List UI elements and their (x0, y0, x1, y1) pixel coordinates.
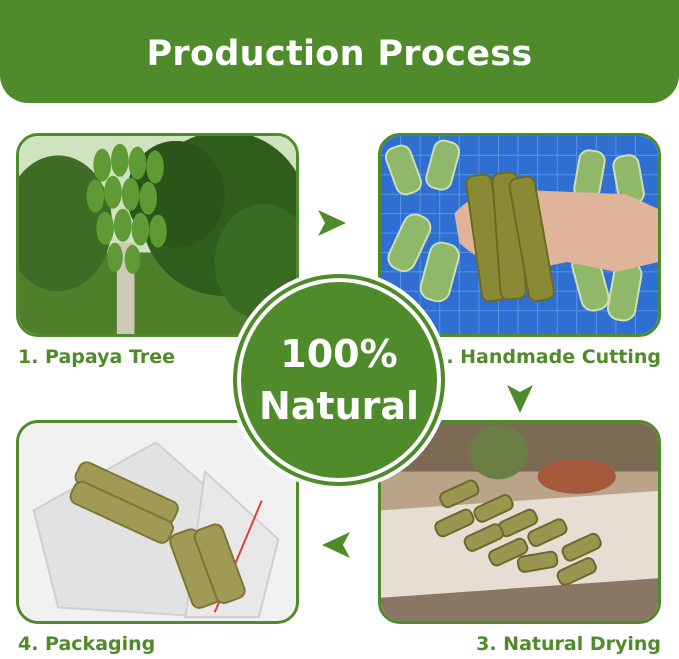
badge-natural: Natural (258, 384, 420, 428)
natural-drying-photo (378, 420, 661, 624)
handmade-cutting-photo (378, 133, 661, 337)
step-4-label: 4. Packaging (18, 633, 156, 655)
arrow-left-icon (322, 532, 350, 558)
natural-drying-illustration (381, 423, 658, 621)
packaging-illustration (19, 423, 296, 621)
step-2-label: 2. Handmade Cutting (433, 346, 661, 368)
step-3-label: 3. Natural Drying (476, 633, 661, 655)
papaya-tree-illustration (19, 136, 296, 334)
natural-badge: 100% Natural (237, 278, 441, 482)
step-1-label: 1. Papaya Tree (18, 346, 175, 368)
handmade-cutting-illustration (381, 136, 658, 334)
packaging-photo (16, 420, 299, 624)
header-banner: Production Process (0, 0, 679, 103)
arrow-right-icon (318, 210, 346, 236)
arrow-down-icon (507, 385, 533, 413)
page-title: Production Process (146, 33, 533, 74)
badge-percent: 100% (280, 332, 398, 376)
